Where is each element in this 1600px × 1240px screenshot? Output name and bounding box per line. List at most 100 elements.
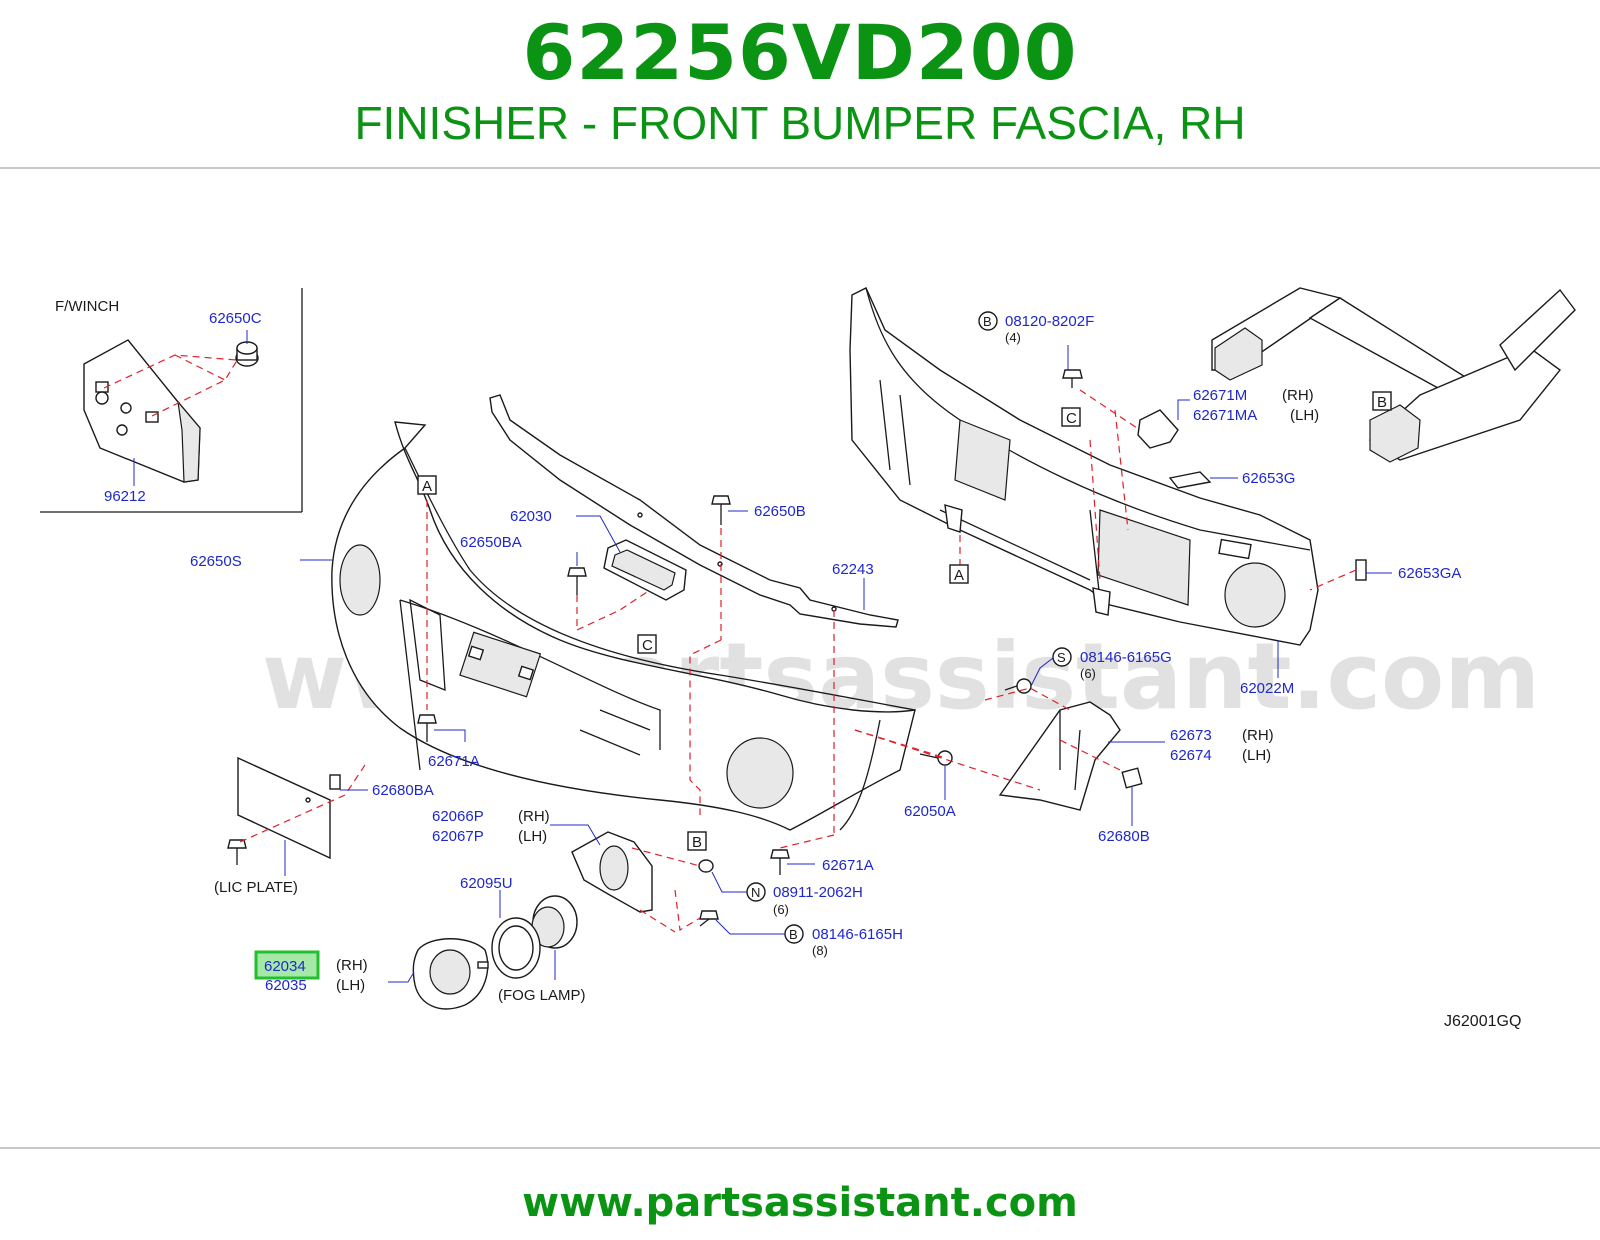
ref-box-a-left: A (417, 475, 437, 495)
ref-box-c-left: C (637, 634, 657, 654)
note-lh-62035: (LH) (336, 977, 365, 994)
callout-62653ga: 62653GA (1398, 565, 1461, 582)
callout-62671a-lower: 62671A (822, 857, 874, 874)
bracket-62030 (603, 539, 687, 601)
callout-62680b: 62680B (1098, 828, 1150, 845)
nut-08911 (698, 859, 714, 873)
note-lh-62674: (LH) (1242, 747, 1271, 764)
bolt-62671a-upper (417, 714, 437, 742)
symbol-n-08911: N (746, 882, 766, 902)
callout-62671a-upper: 62671A (428, 753, 480, 770)
inset-title: F/WINCH (55, 298, 119, 315)
note-rh-62673: (RH) (1242, 727, 1274, 744)
part-number-title: 62256VD200 (522, 8, 1078, 97)
svg-text:S: S (1057, 650, 1066, 665)
leader-lines (284, 345, 1392, 983)
svg-text:B: B (692, 834, 702, 851)
license-plate (227, 756, 341, 865)
screw-08146g (1004, 678, 1032, 694)
assembly-guides (239, 389, 1357, 933)
bumper-fascia (331, 421, 916, 831)
footer-divider (0, 1147, 1600, 1149)
fog-lamp (531, 895, 578, 949)
svg-text:B: B (789, 927, 798, 942)
note-rh-62066p: (RH) (518, 808, 550, 825)
plug-62653g (1168, 471, 1212, 489)
callout-08146h: 08146-6165H (812, 926, 903, 943)
note-qty-08120: (4) (1005, 330, 1021, 345)
callout-62095u: 62095U (460, 875, 513, 892)
note-lh-62671ma: (LH) (1290, 407, 1319, 424)
note-rh-62034: (RH) (336, 957, 368, 974)
callout-62034: 62034 (264, 958, 306, 975)
callout-08120: 08120-8202F (1005, 313, 1094, 330)
svg-text:B: B (983, 314, 992, 329)
svg-text:A: A (954, 567, 964, 584)
callout-62650b: 62650B (754, 503, 806, 520)
winch-bracket (83, 339, 201, 483)
note-lh-62067p: (LH) (518, 828, 547, 845)
callout-62030: 62030 (510, 508, 552, 525)
part-description: FINISHER - FRONT BUMPER FASCIA, RH (354, 97, 1246, 149)
winch-inset: F/WINCH 62650C 96212 (40, 288, 303, 513)
callout-62671ma: 62671MA (1193, 407, 1257, 424)
callout-62671m: 62671M (1193, 387, 1247, 404)
symbol-b-08146h: B (784, 924, 804, 944)
symbol-b-08120: B (978, 311, 998, 331)
callout-62673: 62673 (1170, 727, 1212, 744)
svg-text:A: A (422, 478, 432, 495)
screw-62050a (919, 750, 953, 766)
nut-62671m (1137, 409, 1179, 449)
spacer-62650c (235, 341, 259, 367)
callout-62650c: 62650C (209, 310, 262, 327)
callout-96212: 96212 (104, 488, 146, 505)
callout-62243: 62243 (832, 561, 874, 578)
air-guide-62673 (998, 701, 1121, 811)
note-lic-plate: (LIC PLATE) (214, 879, 298, 896)
svg-text:C: C (1066, 410, 1077, 427)
callout-62050a: 62050A (904, 803, 956, 820)
ref-box-a-right: A (949, 564, 969, 584)
clip-62680b (1121, 767, 1143, 789)
note-qty-08146h: (8) (812, 943, 828, 958)
chassis-frame (1211, 287, 1576, 463)
symbol-s-08146g: S (1052, 647, 1072, 667)
callout-62653g: 62653G (1242, 470, 1295, 487)
ref-box-b-left: B (687, 831, 707, 851)
bolt-08120 (1062, 369, 1083, 388)
fog-lamp-gasket-62095u (491, 917, 541, 979)
bumper-reinforcement-62022m (849, 287, 1319, 646)
parts-diagram: www.partsassistant.com F/WINCH 62650C 96… (40, 287, 1576, 1030)
clip-62653ga (1355, 559, 1367, 581)
bolt-62650ba (567, 567, 587, 595)
bolt-62650b (711, 495, 731, 525)
svg-text:N: N (751, 885, 760, 900)
note-qty-08911: (6) (773, 902, 789, 917)
footer-url[interactable]: www.partsassistant.com (522, 1180, 1078, 1226)
callout-62650ba: 62650BA (460, 534, 522, 551)
ref-box-b-right: B (1372, 391, 1392, 411)
ref-box-c-right: C (1061, 407, 1081, 427)
callout-62680ba: 62680BA (372, 782, 434, 799)
bumper-retainer-62243 (489, 394, 899, 628)
callout-62650s: 62650S (190, 553, 242, 570)
bolt-08146h (699, 910, 719, 927)
svg-text:C: C (642, 637, 653, 654)
fog-lamp-bracket (571, 831, 653, 913)
callout-08911: 08911-2062H (773, 884, 863, 901)
note-fog-lamp: (FOG LAMP) (498, 987, 586, 1004)
callout-08146g: 08146-6165G (1080, 649, 1172, 666)
highlighted-part-62034[interactable]: 62034 (254, 950, 320, 980)
callout-62067p: 62067P (432, 828, 484, 845)
note-rh-62671m: (RH) (1282, 387, 1314, 404)
header-divider (0, 167, 1600, 169)
diagram-code: J62001GQ (1444, 1013, 1521, 1030)
svg-text:B: B (1377, 394, 1387, 411)
highlight-box (254, 950, 320, 980)
callout-62022m: 62022M (1240, 680, 1294, 697)
bolt-62671a-lower (770, 849, 790, 875)
callout-62674: 62674 (1170, 747, 1212, 764)
callout-62066p: 62066P (432, 808, 484, 825)
callout-62035: 62035 (265, 977, 307, 994)
fog-lamp-finisher-62034 (412, 938, 489, 1010)
